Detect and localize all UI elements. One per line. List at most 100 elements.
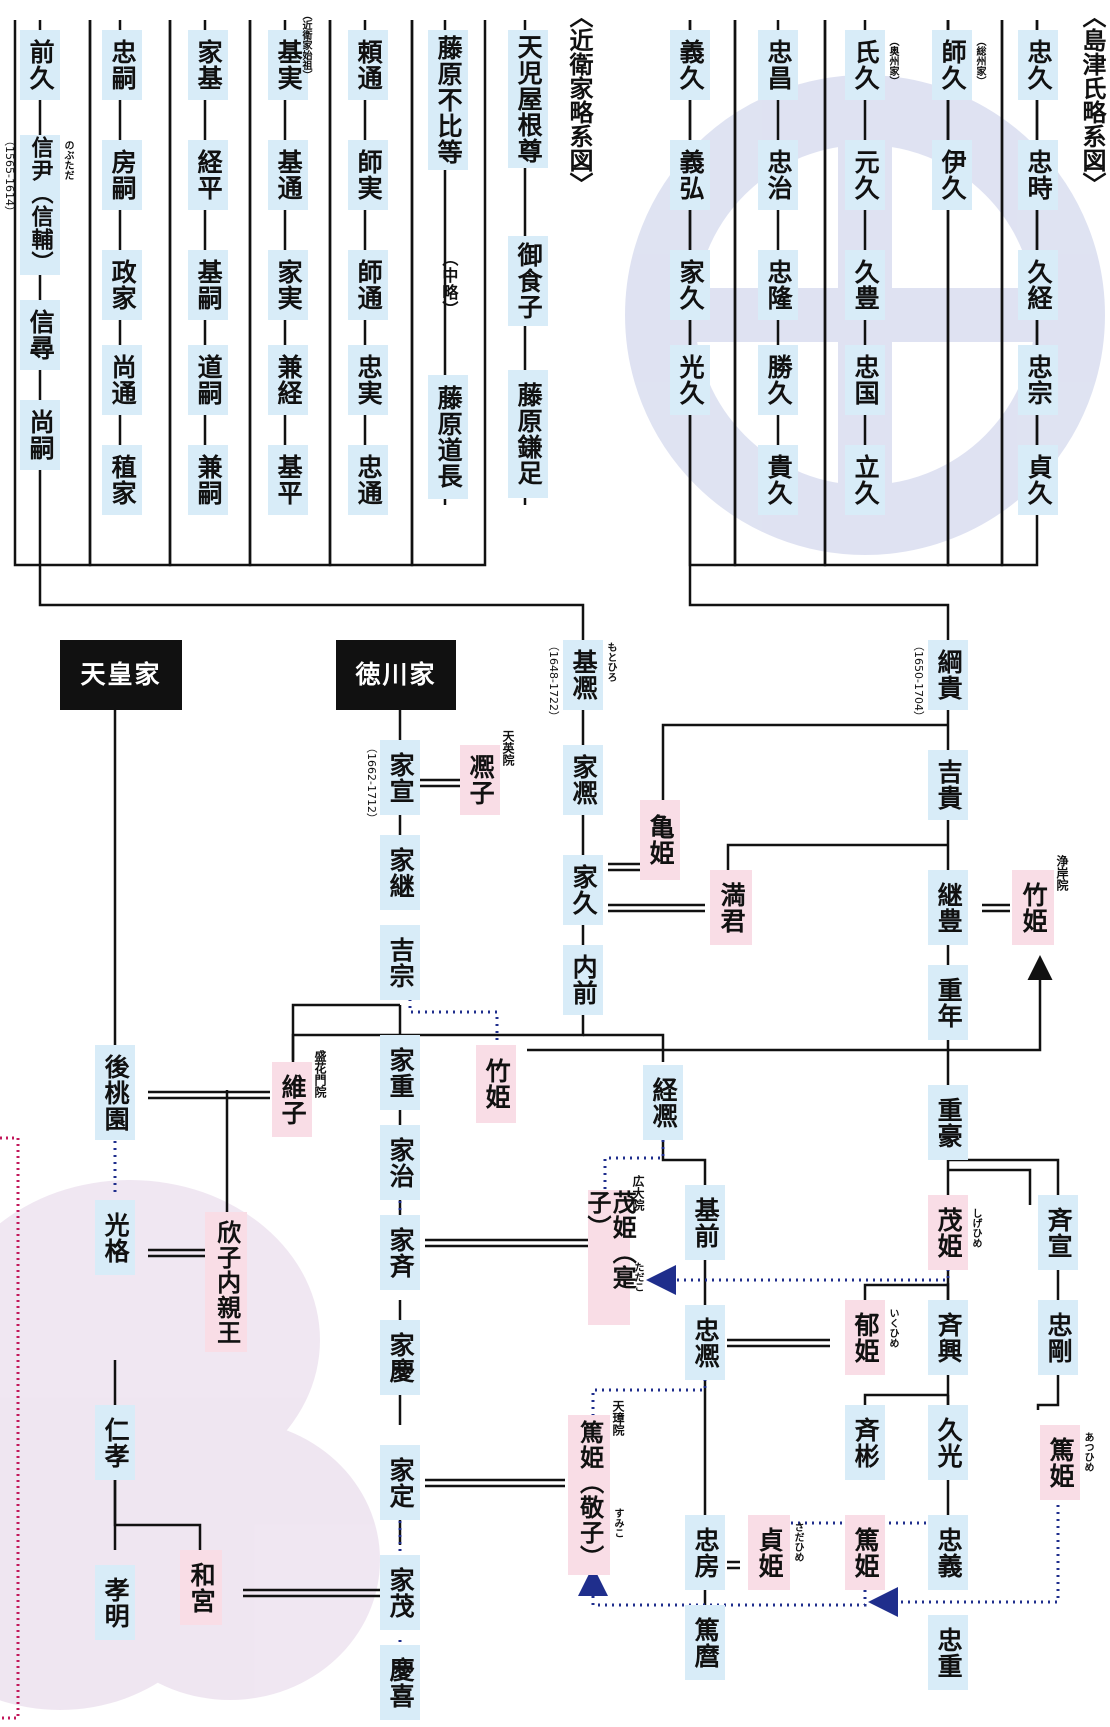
shimazu-tadaharu: 忠治 — [758, 140, 798, 210]
shigehime-tadako: 茂姫（寔子） — [588, 1190, 630, 1325]
konoe-motomichi: 基通 — [268, 140, 308, 210]
tokugawa-ieyoshi: 家慶 — [380, 1320, 420, 1395]
konoe-hisatsugu: 尚嗣 — [20, 400, 60, 470]
tokugawa-iesada: 家定 — [380, 1445, 420, 1520]
tsunataka-years: （1650-1704） — [913, 640, 924, 722]
tokugawa-ienobu: 家宣 — [380, 740, 420, 815]
konoe-motosaki: 基前 — [685, 1185, 725, 1260]
shimazu-shigetoshi: 重年 — [928, 965, 968, 1040]
atsuhime-sumiko: 篤姫（敬子） — [568, 1415, 610, 1575]
shimazu-shigehide: 重豪 — [928, 1085, 968, 1160]
atsuhime-ruby: あつひめ — [1082, 1432, 1092, 1472]
shigehime-ruby: しげひめ — [970, 1208, 980, 1248]
konoe-ancestor-amenokoyane: 天児屋根尊 — [508, 30, 548, 168]
mitsugimi: 満君 — [710, 870, 752, 945]
shimazu-narinobu: 斉宣 — [1038, 1195, 1078, 1270]
ikuhime: 郁姫 — [845, 1300, 885, 1375]
konoe-tadazane: 忠実 — [348, 345, 388, 415]
konoe-tadahiro: 忠凞 — [685, 1305, 725, 1380]
konoe-tadatsugu: 忠嗣 — [102, 30, 142, 100]
shimazu-tadatoki: 忠時 — [1018, 140, 1058, 210]
konoe-sakihisa: 前久 — [20, 30, 60, 100]
tenshoin-title: 天璋院 — [612, 1400, 624, 1436]
atsuhime-satsuma: 篤姫 — [1040, 1425, 1080, 1500]
emperor-komei: 孝明 — [95, 1565, 135, 1640]
tokugawa-hiroko: 凞子 — [460, 745, 500, 815]
konoe-hisamichi: 尚通 — [102, 345, 142, 415]
kazunomiya: 和宮 — [180, 1550, 222, 1625]
shimazu-tadataka: 忠隆 — [758, 250, 798, 320]
konoe-tadafusa: 忠房 — [685, 1515, 725, 1590]
tokugawa-ieharu: 家治 — [380, 1125, 420, 1200]
ikuhime-ruby: いくひめ — [887, 1308, 897, 1348]
emperor-ninko: 仁孝 — [95, 1405, 135, 1480]
konoe-iehisa: 家久 — [563, 855, 603, 925]
tokugawa-yoshimune: 吉宗 — [380, 925, 420, 1000]
konoe-yorimichi: 頼通 — [348, 30, 388, 100]
konoe-tsunehira: 経平 — [188, 140, 228, 210]
konoe-nobutada: 信尹（信輔） — [20, 135, 60, 275]
konoe-masaie: 政家 — [102, 250, 142, 320]
emperor-kokaku: 光格 — [95, 1200, 135, 1275]
koreko: 維子 — [272, 1062, 312, 1137]
atsuhime-middle: 篤姫 — [845, 1515, 885, 1590]
konoe-nobuhiro: 信尋 — [20, 300, 60, 370]
shimazu-korehisa: 伊久 — [932, 140, 972, 210]
shimazu-hisatoyo: 久豊 — [845, 250, 885, 320]
shimazu-narioki: 斉興 — [928, 1300, 968, 1375]
konoe-iehiro: 家凞 — [563, 745, 603, 815]
shimazu-tadayoshi: 忠義 — [928, 1515, 968, 1590]
shimazu-tadahisa: 忠久 — [1018, 30, 1058, 100]
shimazu-ujihisa: 氏久 — [845, 30, 885, 100]
motohiro-years: （1648-1722） — [548, 640, 559, 722]
konoe-motohira: 基平 — [268, 445, 308, 515]
konoe-morozane: 師実 — [348, 140, 388, 210]
konoe-fusatsugu: 房嗣 — [102, 140, 142, 210]
shimazu-tadakuni: 忠国 — [845, 345, 885, 415]
tokugawa-iemochi: 家茂 — [380, 1555, 420, 1630]
konoe-kanetsune: 兼経 — [268, 345, 308, 415]
shimazu-motohisa: 元久 — [845, 140, 885, 210]
emperor-gomomozono: 後桃園 — [95, 1045, 135, 1140]
oshu-house-note: （奥州家） — [887, 36, 897, 86]
shimazu-tatsuhisa: 立久 — [845, 445, 885, 515]
tenno-house-label: 天皇家 — [60, 640, 182, 710]
kodai-in-title: 広大院 — [632, 1175, 644, 1211]
konoe-mototsugu: 基嗣 — [188, 250, 228, 320]
shimazu-takahisa: 貴久 — [758, 445, 798, 515]
konoe-founder-note: （近衛家始祖） — [300, 10, 310, 80]
seikamonin-title: 盛花門院 — [314, 1050, 326, 1098]
sadahime: 貞姫 — [748, 1515, 790, 1590]
soshu-house-note: （総州家） — [974, 36, 984, 86]
tokugawa-ienari: 家斉 — [380, 1215, 420, 1290]
tokugawa-ietsugu: 家継 — [380, 835, 420, 910]
tokugawa-ieshige: 家重 — [380, 1035, 420, 1110]
shimazu-tadatake: 忠剛 — [1038, 1300, 1078, 1375]
tokugawa-yoshinobu: 慶喜 — [380, 1645, 420, 1720]
nobutada-ruby: のぶただ — [62, 140, 72, 180]
shimazu-nariakira: 斉彬 — [845, 1405, 885, 1480]
konoe-taneie: 稙家 — [102, 445, 142, 515]
shimazu-tsugutoyo: 継豊 — [928, 870, 968, 945]
konoe-ancestor-kamatari: 藤原鎌足 — [508, 370, 548, 498]
princess-yoshiko: 欣子内親王 — [205, 1212, 247, 1352]
shimazu-iehisa: 家久 — [670, 250, 710, 320]
shimazu-yoshihiro: 義弘 — [670, 140, 710, 210]
shimazu-sadahisa: 貞久 — [1018, 445, 1058, 515]
tokugawa-house-label: 徳川家 — [336, 640, 456, 710]
tadako-ruby: ただこ — [632, 1262, 642, 1292]
shimazu-tadamune: 忠宗 — [1018, 345, 1058, 415]
sumiko-ruby: すみこ — [612, 1508, 622, 1538]
kamehime: 亀姫 — [640, 800, 680, 880]
konoe-kanetsugu: 兼嗣 — [188, 445, 228, 515]
konoe-genealogy-title: 〈近衛家略系図〉 — [567, 4, 591, 196]
sadahime-ruby: さだひめ — [792, 1522, 802, 1562]
motohiro-ruby: もとひろ — [605, 642, 615, 682]
konoe-ancestor-michinaga: 藤原道長 — [428, 375, 468, 499]
shimazu-tsunataka: 綱貴 — [928, 640, 968, 710]
shimazu-tadashige: 忠重 — [928, 1615, 968, 1690]
konoe-tsunehiro: 経凞 — [643, 1065, 683, 1140]
konoe-atsumaro: 篤麿 — [685, 1605, 725, 1680]
konoe-omission-mark: （中略） — [428, 248, 468, 320]
